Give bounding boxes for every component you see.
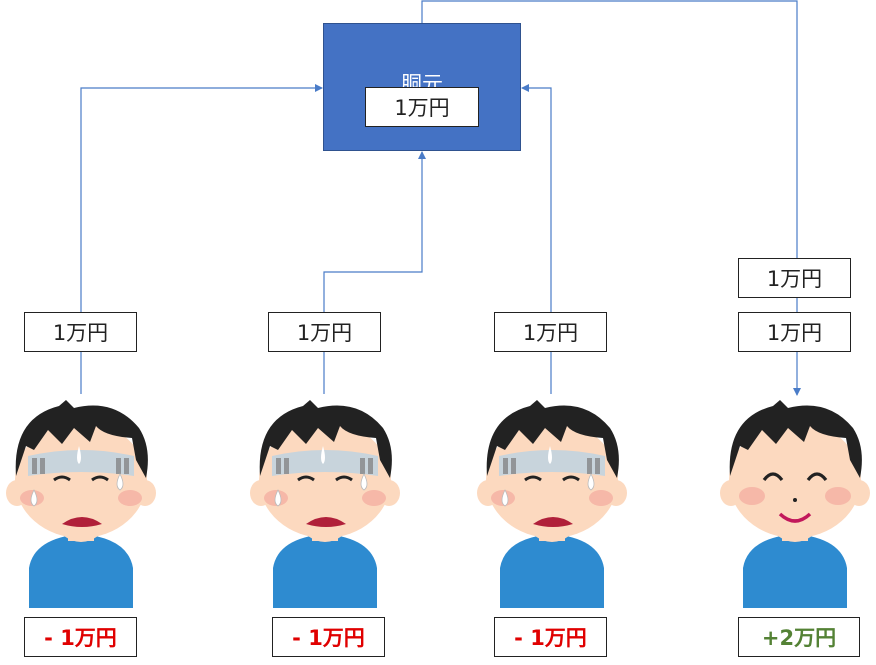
player3-stake-box: 1万円 [494, 312, 607, 352]
player4-payout-box: 1万円 [738, 258, 851, 298]
sad-boy-illustration [475, 398, 630, 608]
player4-stake-box: 1万円 [738, 312, 851, 352]
player2-stake-box: 1万円 [268, 312, 381, 352]
arrow-banker-to-player4 [421, 0, 801, 396]
player2-result-box: - 1万円 [272, 617, 385, 657]
sad-boy-illustration [4, 398, 159, 608]
arrow-player2-to-banker [323, 151, 426, 394]
arrow-player1-to-banker [80, 84, 323, 394]
sad-boy-illustration [248, 398, 403, 608]
player1-result-box: - 1万円 [24, 617, 137, 657]
banker-pot-box: 1万円 [365, 87, 479, 127]
player1-stake-box: 1万円 [24, 312, 137, 352]
player3-result-box: - 1万円 [494, 617, 607, 657]
happy-boy-illustration [718, 398, 873, 608]
banker-box: 胴元 1万円 [323, 23, 521, 151]
player4-result-box: +2万円 [738, 617, 860, 657]
arrow-player3-to-banker [521, 84, 552, 394]
